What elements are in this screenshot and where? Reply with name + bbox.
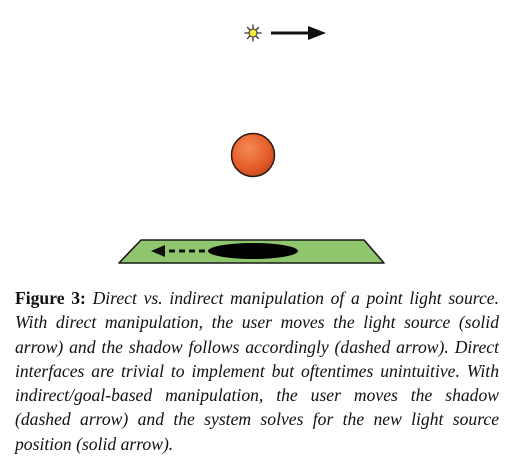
dashed-arrow (151, 245, 205, 257)
shadow (208, 243, 298, 259)
figure-caption-text: Direct vs. indirect manipulation of a po… (15, 288, 499, 454)
figure-label: Figure 3: (15, 288, 86, 308)
sphere (230, 132, 276, 178)
solid-arrow (271, 26, 326, 40)
sun-icon (244, 24, 262, 42)
figure-illustration (118, 24, 385, 264)
figure-caption: Figure 3: Direct vs. indirect manipulati… (15, 286, 499, 456)
